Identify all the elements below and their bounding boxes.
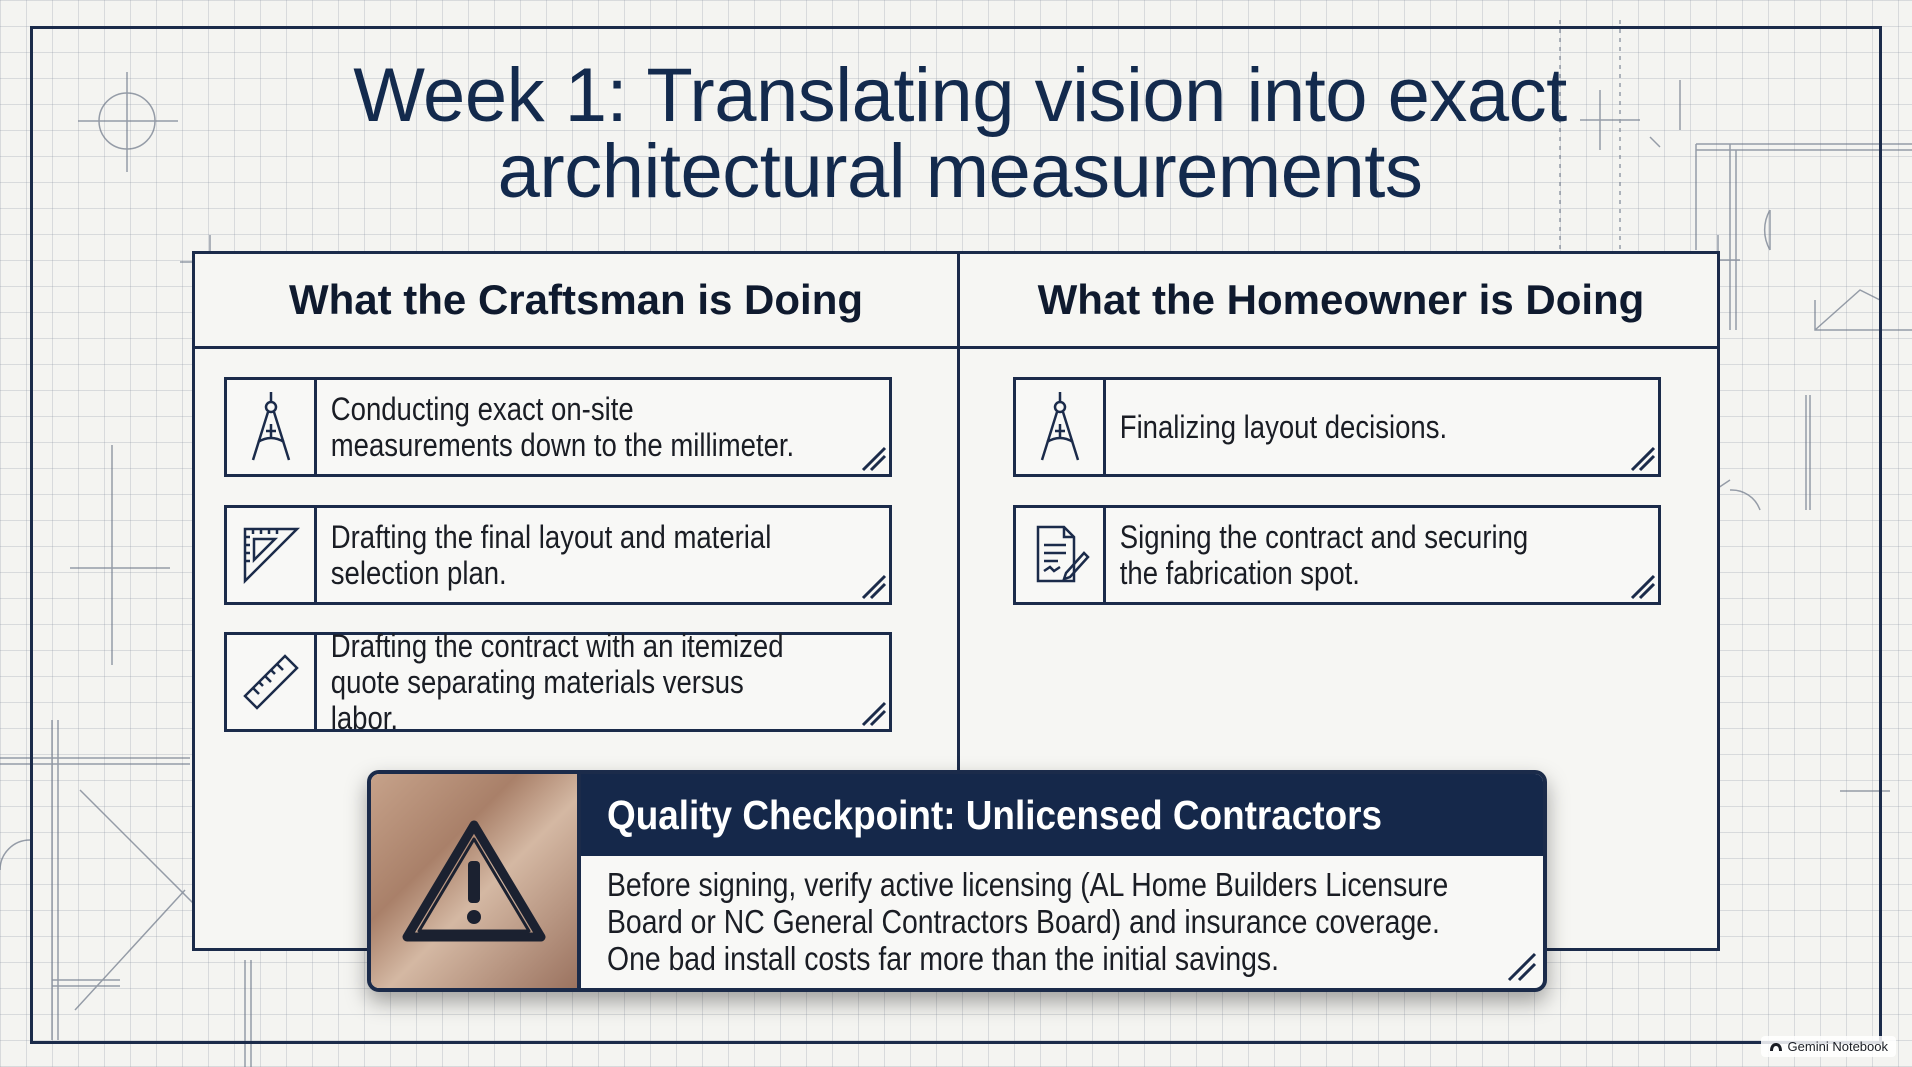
contract-signing-icon: [1016, 508, 1106, 602]
card-corner-mark: [861, 701, 887, 727]
homeowner-task-card: Finalizing layout decisions.: [1013, 377, 1661, 477]
craftsman-heading: What the Craftsman is Doing: [288, 276, 864, 323]
craftsman-task-text: Conducting exact on-site measurements do…: [330, 391, 795, 463]
homeowner-task-card: Signing the contract and securing the fa…: [1013, 505, 1661, 605]
title-line-1: Week 1: Translating vision into exact: [353, 53, 1567, 138]
quality-checkpoint-callout: Quality Checkpoint: Unlicensed Contracto…: [367, 770, 1547, 992]
compass-icon: [1016, 380, 1106, 474]
card-corner-mark: [1630, 446, 1656, 472]
slide-title: Week 1: Translating vision into exact ar…: [250, 58, 1670, 210]
checkpoint-body: Before signing, verify active licensing …: [607, 866, 1449, 977]
homeowner-heading: What the Homeowner is Doing: [1037, 276, 1645, 323]
callout-corner-mark: [1507, 952, 1537, 982]
notebook-logo-icon: [1769, 1042, 1782, 1051]
craftsman-task-card: Drafting the final layout and material s…: [224, 505, 892, 605]
gemini-notebook-badge: Gemini Notebook: [1760, 1036, 1896, 1057]
set-square-icon: [227, 508, 317, 602]
craftsman-task-text: Drafting the contract with an itemized q…: [330, 628, 784, 736]
card-corner-mark: [861, 574, 887, 600]
card-corner-mark: [1630, 574, 1656, 600]
title-line-2: architectural measurements: [497, 129, 1423, 214]
warning-icon-panel: [371, 774, 581, 988]
slide-frame: [30, 26, 1882, 1044]
card-corner-mark: [861, 446, 887, 472]
badge-label: Gemini Notebook: [1787, 1039, 1888, 1054]
craftsman-task-text: Drafting the final layout and material s…: [330, 519, 772, 591]
craftsman-task-card: Conducting exact on-site measurements do…: [224, 377, 892, 477]
checkpoint-title: Quality Checkpoint: Unlicensed Contracto…: [607, 791, 1383, 838]
compass-icon: [227, 380, 317, 474]
craftsman-task-card: Drafting the contract with an itemized q…: [224, 628, 892, 736]
header-rule: [195, 346, 1717, 349]
homeowner-task-text: Finalizing layout decisions.: [1119, 409, 1448, 445]
ruler-icon: [227, 635, 317, 729]
checkpoint-title-bar: Quality Checkpoint: Unlicensed Contracto…: [581, 774, 1543, 856]
column-divider: [957, 254, 960, 948]
homeowner-task-text: Signing the contract and securing the fa…: [1119, 519, 1529, 591]
warning-icon: [402, 820, 546, 942]
